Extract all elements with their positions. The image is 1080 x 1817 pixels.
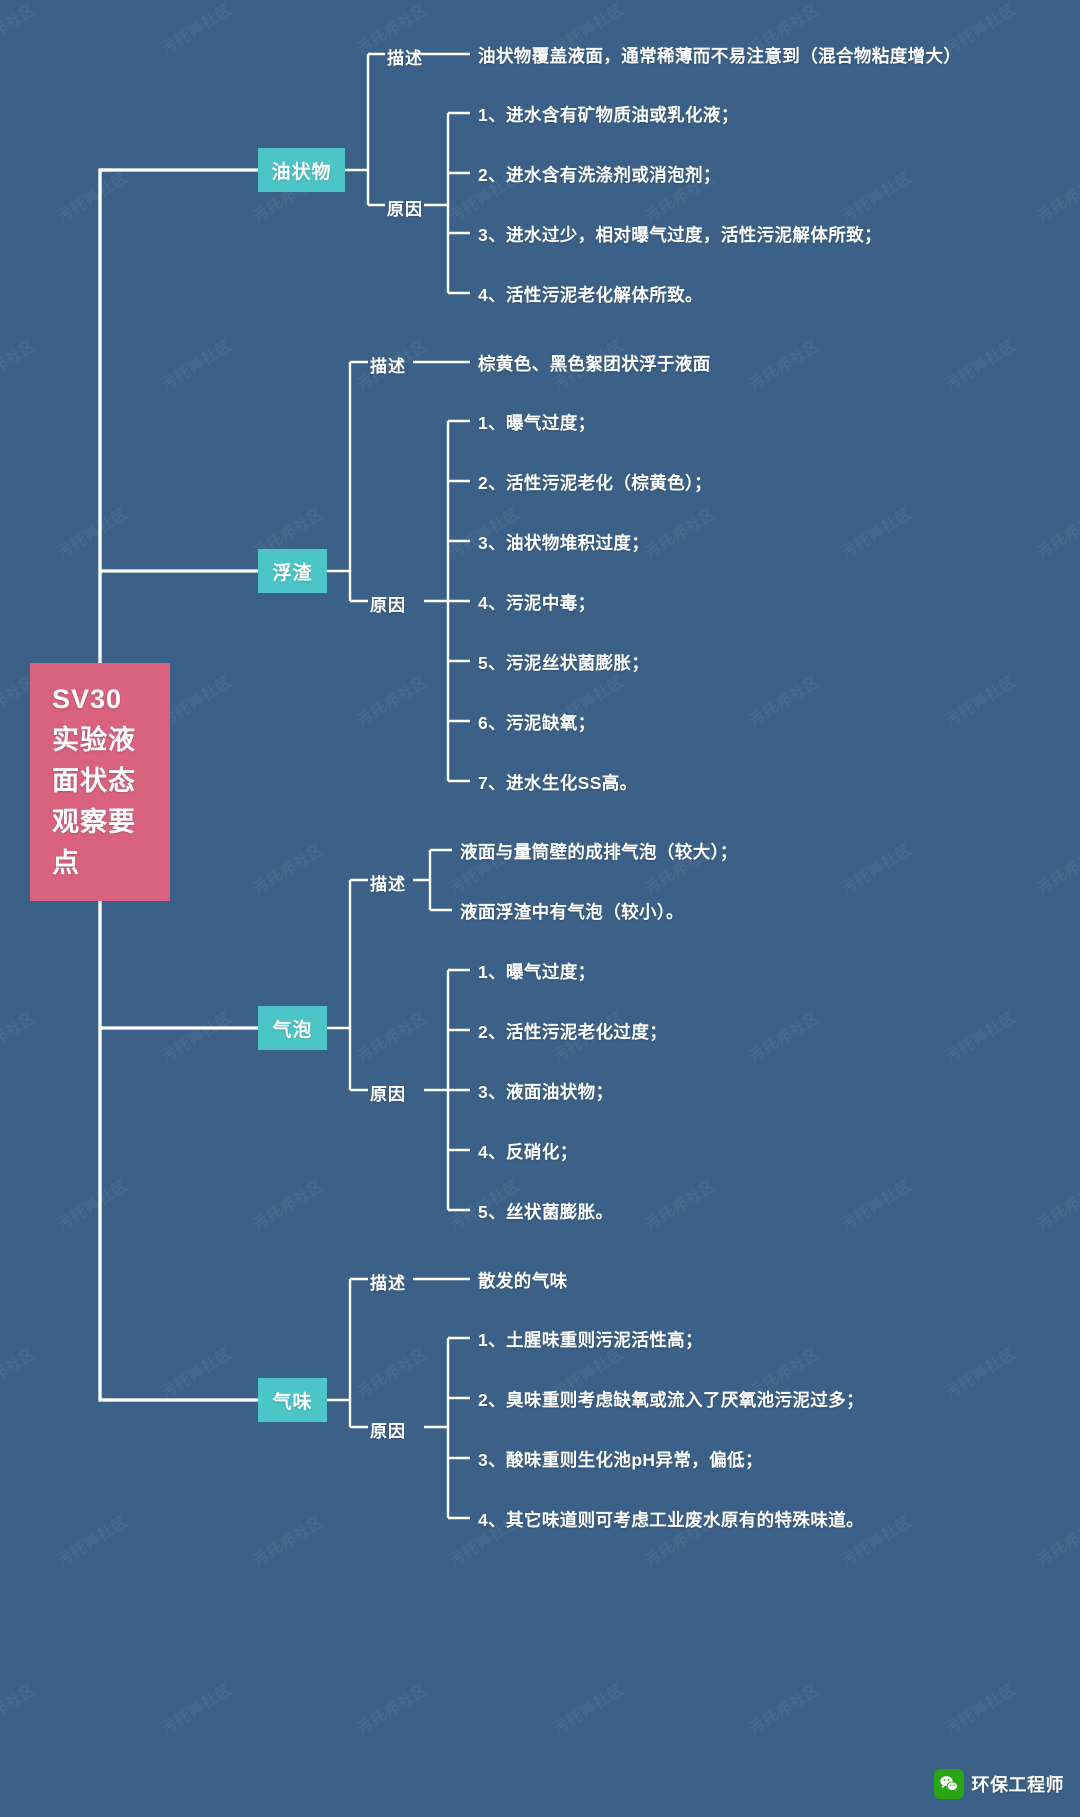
leaf-scum-desc-1: 棕黄色、黑色絮团状浮于液面: [478, 354, 711, 374]
watermark-text: 污托邦社区: [158, 1008, 235, 1066]
category-label-oily: 油状物: [271, 161, 332, 183]
leaf-bubble-cause-1: 1、曝气过度；: [478, 962, 596, 982]
watermark-text: 污托邦社区: [54, 1512, 131, 1570]
leaf-scum-cause-2: 2、活性污泥老化（棕黄色）；: [478, 473, 713, 493]
watermark-text: 污托邦社区: [158, 1680, 235, 1738]
watermark-text: 污托邦社区: [942, 672, 1019, 730]
category-label-bubble: 气泡: [272, 1019, 313, 1041]
leaf-scum-cause-5: 5、污泥丝状菌膨胀；: [478, 653, 650, 673]
watermark-text: 污托邦社区: [1034, 1176, 1080, 1234]
sublabel-cause-scum: 原因: [370, 596, 406, 615]
category-box-bubble[interactable]: 气泡: [258, 1006, 327, 1050]
watermark-text: 污托邦社区: [1034, 1512, 1080, 1570]
watermark-text: 污托邦社区: [550, 1680, 627, 1738]
watermark-text: 污托邦社区: [942, 336, 1019, 394]
watermark-text: 污托邦社区: [746, 1008, 823, 1066]
category-box-odor[interactable]: 气味: [258, 1378, 327, 1422]
watermark-text: 污托邦社区: [0, 1008, 39, 1066]
leaf-oily-cause-1: 1、进水含有矿物质油或乳化液；: [478, 105, 739, 125]
leaf-oily-cause-2: 2、进水含有洗涤剂或消泡剂；: [478, 165, 721, 185]
watermark-text: 污托邦社区: [250, 1176, 327, 1234]
leaf-odor-cause-3: 3、酸味重则生化池pH异常，偏低；: [478, 1450, 763, 1470]
leaf-bubble-cause-2: 2、活性污泥老化过度；: [478, 1022, 668, 1042]
wechat-account-badge[interactable]: 环保工程师: [933, 1769, 1065, 1799]
leaf-oily-desc-1: 油状物覆盖液面，通常稀薄而不易注意到（混合物粘度增大）: [478, 46, 962, 66]
sublabel-description-odor: 描述: [370, 1274, 406, 1293]
watermark-text: 污托邦社区: [838, 168, 915, 226]
watermark-text: 污托邦社区: [0, 1344, 39, 1402]
leaf-bubble-cause-3: 3、液面油状物；: [478, 1082, 614, 1102]
root-line-1: SV30: [52, 684, 123, 714]
watermark-text: 污托邦社区: [354, 1344, 431, 1402]
watermark-text: 污托邦社区: [942, 1680, 1019, 1738]
watermark-text: 污托邦社区: [158, 1344, 235, 1402]
leaf-bubble-desc-1: 液面与量筒壁的成排气泡（较大）；: [460, 842, 738, 862]
leaf-bubble-cause-5: 5、丝状菌膨胀。: [478, 1202, 614, 1222]
watermark-text: 污托邦社区: [1034, 504, 1080, 562]
watermark-text: 污托邦社区: [354, 1008, 431, 1066]
root-line-4: 观察要: [52, 807, 136, 837]
watermark-text: 污托邦社区: [158, 0, 235, 58]
leaf-oily-cause-4: 4、活性污泥老化解体所致。: [478, 285, 703, 305]
watermark-text: 污托邦社区: [642, 504, 719, 562]
watermark-text: 污托邦社区: [54, 168, 131, 226]
watermark-text: 污托邦社区: [158, 336, 235, 394]
leaf-scum-cause-6: 6、污泥缺氧；: [478, 713, 596, 733]
leaf-scum-cause-7: 7、进水生化SS高。: [478, 773, 638, 793]
watermark-text: 污托邦社区: [838, 840, 915, 898]
watermark-text: 污托邦社区: [746, 336, 823, 394]
sublabel-cause-odor: 原因: [370, 1422, 406, 1441]
leaf-scum-cause-3: 3、油状物堆积过度；: [478, 533, 650, 553]
watermark-text: 污托邦社区: [0, 336, 39, 394]
watermark-text: 污托邦社区: [250, 1512, 327, 1570]
sublabel-cause-bubble: 原因: [370, 1085, 406, 1104]
category-box-oily[interactable]: 油状物: [258, 148, 345, 192]
watermark-text: 污托邦社区: [354, 1680, 431, 1738]
root-node[interactable]: SV30 实验液 面状态 观察要 点: [30, 663, 170, 901]
category-label-scum: 浮渣: [272, 562, 313, 584]
root-line-2: 实验液: [52, 725, 136, 755]
wechat-icon: [933, 1769, 964, 1799]
root-line-3: 面状态: [52, 766, 136, 796]
watermark-text: 污托邦社区: [354, 672, 431, 730]
category-label-odor: 气味: [272, 1391, 313, 1413]
watermark-text: 污托邦社区: [942, 1008, 1019, 1066]
watermark-text: 污托邦社区: [838, 1176, 915, 1234]
watermark-text: 污托邦社区: [54, 1176, 131, 1234]
leaf-scum-cause-1: 1、曝气过度；: [478, 413, 596, 433]
watermark-text: 污托邦社区: [642, 1176, 719, 1234]
watermark-text: 污托邦社区: [54, 504, 131, 562]
watermark-text: 污托邦社区: [746, 672, 823, 730]
leaf-odor-cause-1: 1、土腥味重则污泥活性高；: [478, 1330, 703, 1350]
watermark-text: 污托邦社区: [250, 840, 327, 898]
category-box-scum[interactable]: 浮渣: [258, 549, 327, 593]
sublabel-cause-oily: 原因: [387, 200, 423, 219]
sublabel-description-bubble: 描述: [370, 875, 406, 894]
root-line-5: 点: [52, 848, 80, 878]
watermark-text: 污托邦社区: [746, 1680, 823, 1738]
watermark-text: 污托邦社区: [0, 1680, 39, 1738]
sublabel-description-oily: 描述: [387, 49, 423, 68]
leaf-scum-cause-4: 4、污泥中毒；: [478, 593, 596, 613]
leaf-odor-cause-2: 2、臭味重则考虑缺氧或流入了厌氧池污泥过多；: [478, 1390, 865, 1410]
watermark-text: 污托邦社区: [1034, 168, 1080, 226]
leaf-bubble-desc-2: 液面浮渣中有气泡（较小）。: [460, 902, 684, 922]
watermark-text: 污托邦社区: [1034, 840, 1080, 898]
leaf-odor-desc-1: 散发的气味: [478, 1271, 568, 1291]
watermark-text: 污托邦社区: [942, 1344, 1019, 1402]
watermark-text: 污托邦社区: [838, 504, 915, 562]
watermark-text: 污托邦社区: [0, 0, 39, 58]
leaf-odor-cause-4: 4、其它味道则可考虑工业废水原有的特殊味道。: [478, 1510, 865, 1530]
leaf-oily-cause-3: 3、进水过少，相对曝气过度，活性污泥解体所致；: [478, 225, 882, 245]
wechat-account-name: 环保工程师: [971, 1775, 1064, 1795]
sublabel-description-scum: 描述: [370, 357, 406, 376]
leaf-bubble-cause-4: 4、反硝化；: [478, 1142, 578, 1162]
